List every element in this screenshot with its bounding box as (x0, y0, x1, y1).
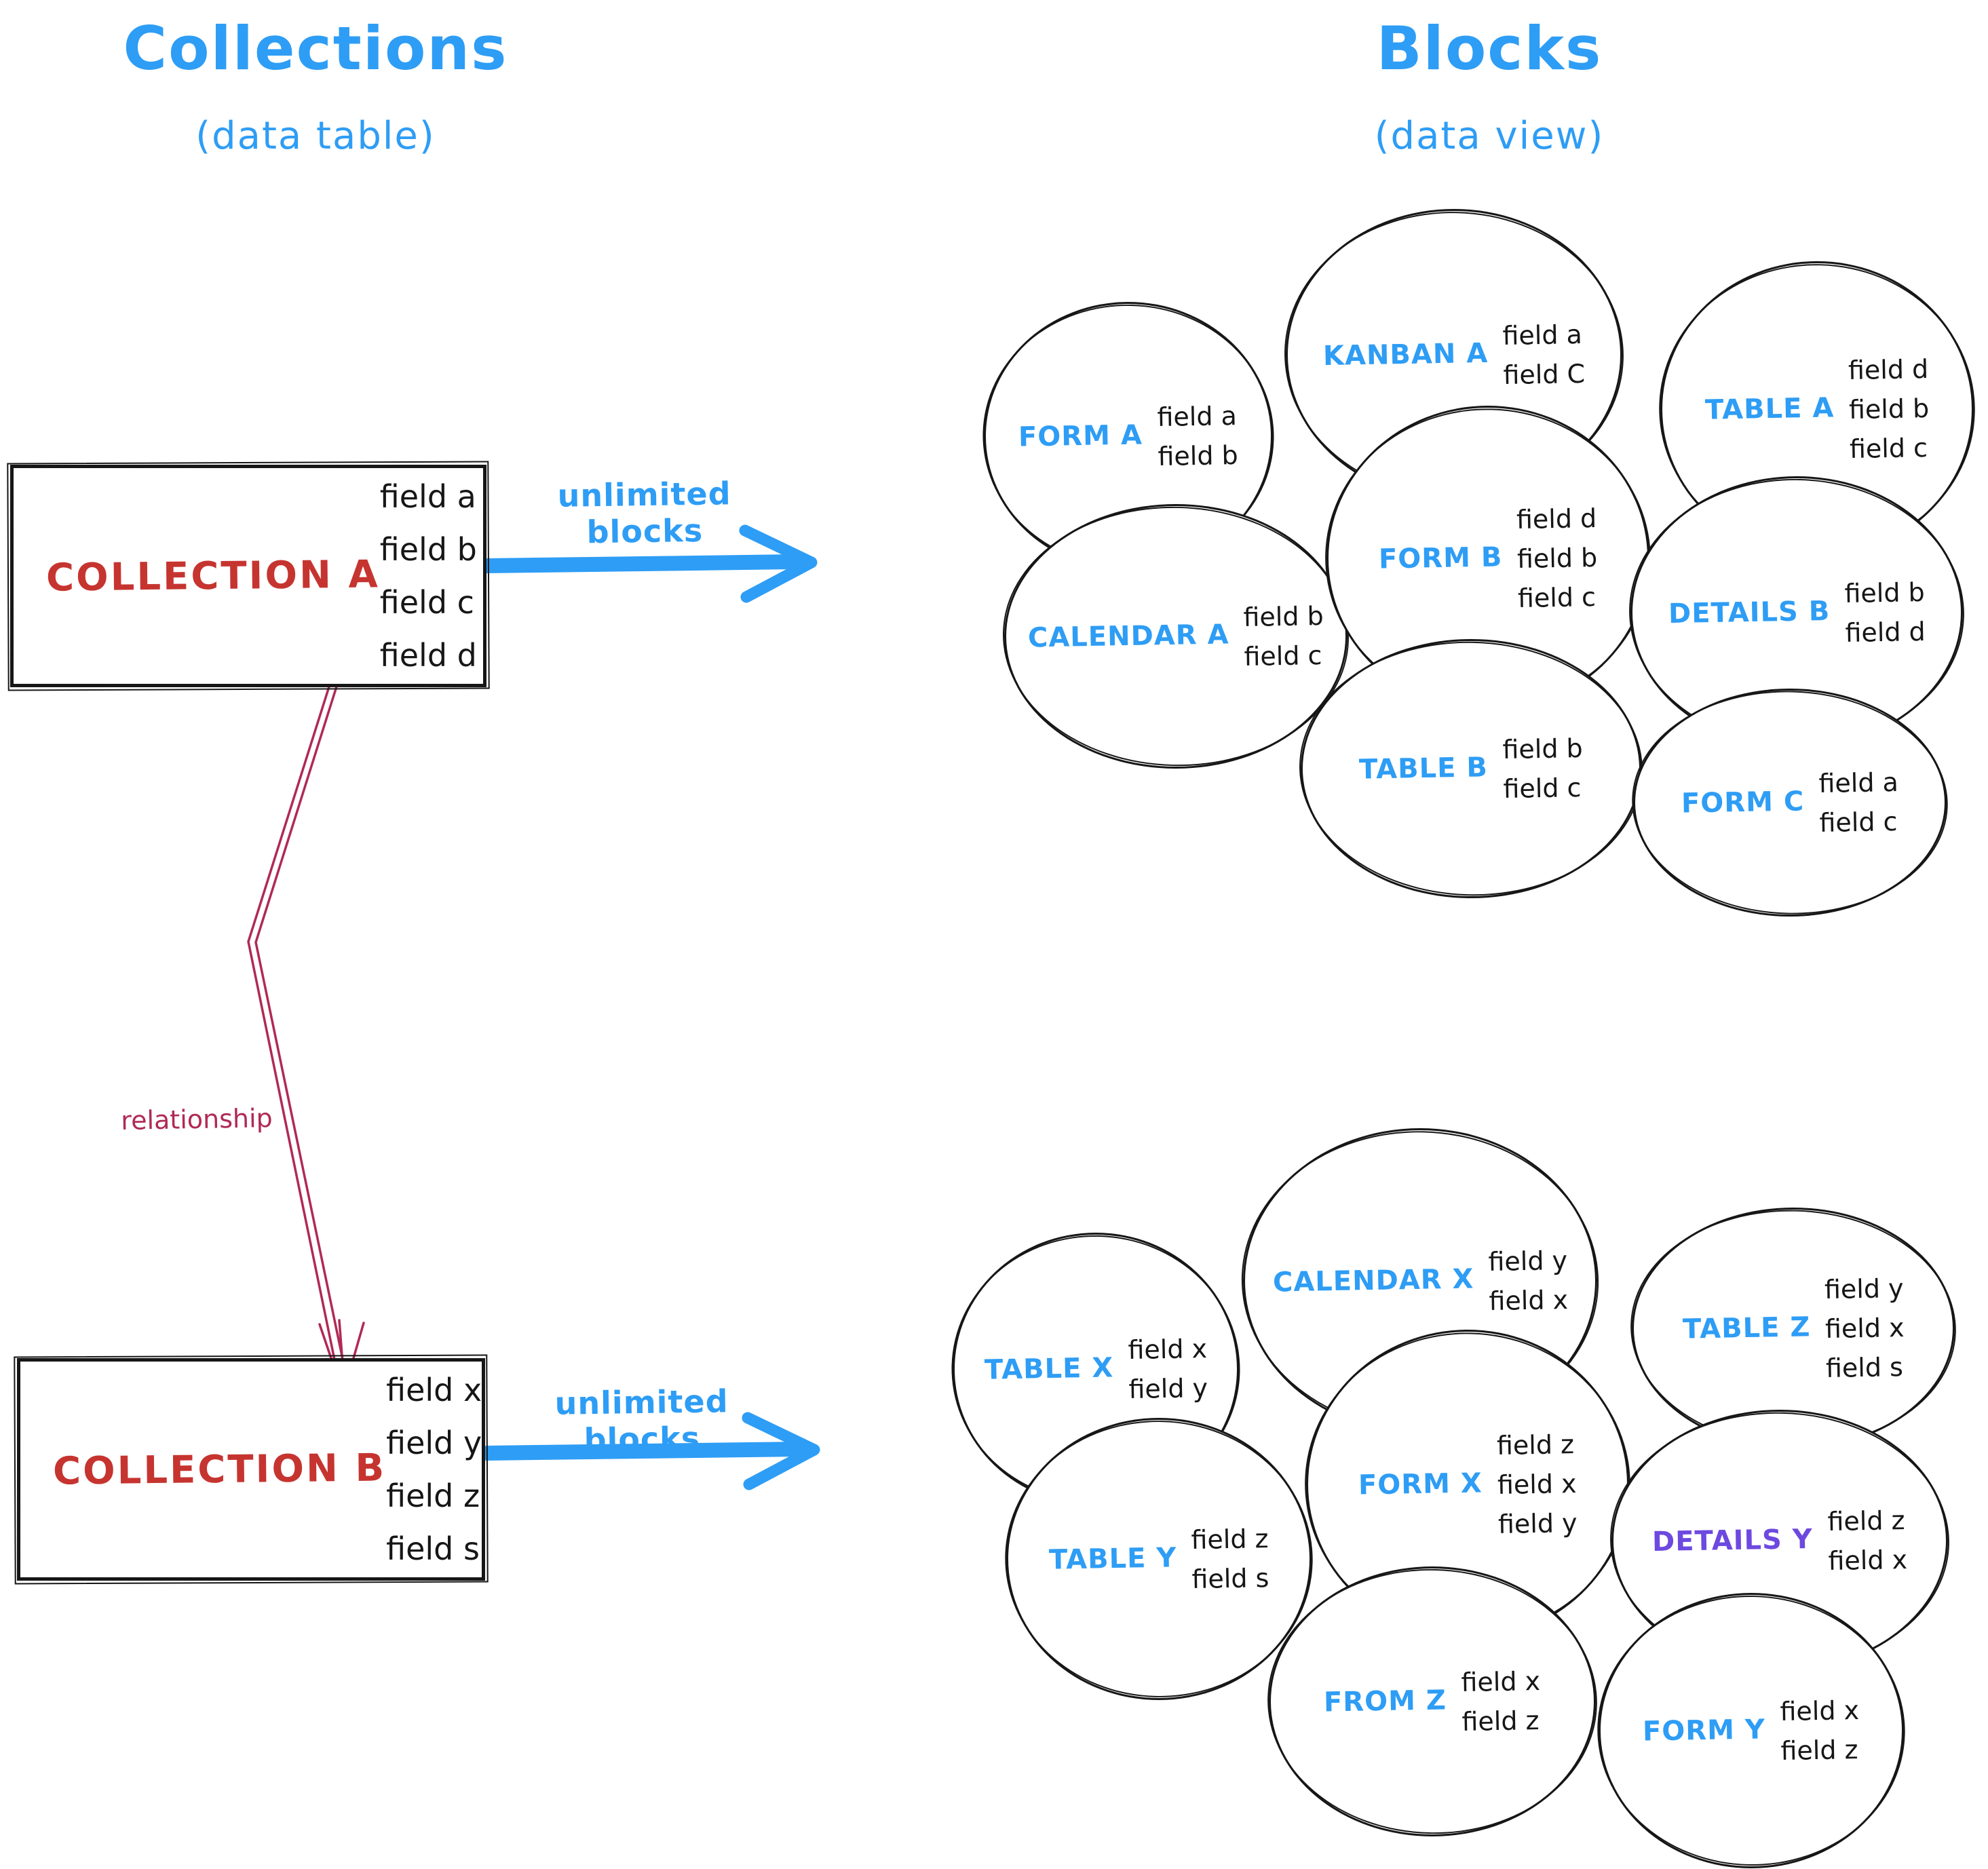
field-label: field z (1780, 1735, 1859, 1767)
block-fields: field x field y (1128, 1334, 1208, 1404)
collection-a-name: COLLECTION A (45, 552, 381, 600)
block-label: TABLE Z (1682, 1311, 1811, 1345)
field-label: field a (379, 478, 476, 515)
block-label: DETAILS B (1668, 595, 1831, 630)
field-label: field b (1158, 440, 1239, 472)
block-label: TABLE B (1358, 752, 1489, 786)
block-fields: field a field C (1502, 320, 1585, 390)
block-form-y: FORM Y field x field z (1599, 1593, 1904, 1868)
block-from-z: FROM Z field x field z (1269, 1566, 1596, 1836)
block-fields: field y field x (1488, 1246, 1568, 1316)
block-label: DETAILS Y (1651, 1523, 1814, 1558)
field-label: field x (1461, 1665, 1541, 1698)
block-label: FORM X (1358, 1467, 1483, 1501)
blocks-subtitle: (data view) (1374, 114, 1605, 158)
field-label: field s (386, 1530, 480, 1567)
field-label: field c (379, 584, 474, 621)
field-label: field x (1127, 1333, 1208, 1366)
collection-b-fields: field x field y field z field s (386, 1372, 482, 1567)
field-label: field c (1819, 807, 1898, 839)
block-fields: field x field z (1461, 1666, 1541, 1737)
block-label: TABLE X (984, 1352, 1114, 1386)
field-label: field d (1516, 503, 1597, 535)
field-label: field x (386, 1372, 482, 1408)
block-fields: field y field x field s (1824, 1273, 1905, 1383)
field-label: field y (386, 1425, 482, 1461)
block-fields: field a field b (1157, 401, 1238, 471)
relationship-arrow (247, 681, 365, 1391)
field-label: field y (1497, 1507, 1578, 1540)
field-label: field a (1502, 320, 1583, 351)
field-label: field a (1157, 400, 1238, 433)
block-table-y: TABLE Y field z field s (1006, 1418, 1312, 1700)
field-label: field x (1497, 1468, 1577, 1501)
block-label: FROM Z (1323, 1684, 1447, 1718)
block-fields: field d field b field c (1516, 503, 1599, 613)
field-label: field y (1824, 1273, 1904, 1305)
block-fields: field z field x (1827, 1505, 1907, 1576)
field-label: field x (1489, 1284, 1569, 1317)
field-label: field c (1502, 773, 1582, 805)
field-label: field s (1825, 1352, 1904, 1384)
field-label: field y (1128, 1372, 1208, 1405)
field-label: field b (1848, 393, 1930, 425)
unlimited-blocks-label-top: unlimited blocks (557, 475, 731, 551)
field-label: field C (1503, 358, 1586, 391)
collection-b-box: COLLECTION B field x field y field z fie… (17, 1358, 485, 1581)
relationship-label: relationship (120, 1103, 273, 1136)
block-label: KANBAN A (1322, 337, 1489, 372)
collection-a-fields: field a field b field c field d (380, 478, 477, 674)
block-fields: field a field c (1818, 767, 1899, 838)
block-label: FORM B (1378, 541, 1503, 575)
block-label: FORM C (1681, 786, 1805, 820)
block-calendar-a: CALENDAR A field b field c (1004, 504, 1347, 769)
block-table-b: TABLE B field b field c (1301, 639, 1641, 898)
collections-title: Collections (123, 14, 508, 83)
field-label: field c (1244, 640, 1322, 672)
blocks-title: Blocks (1376, 14, 1603, 83)
field-label: field z (1496, 1429, 1575, 1461)
collection-b-name: COLLECTION B (52, 1445, 387, 1494)
block-form-c: FORM C field a field c (1633, 689, 1947, 917)
field-label: field z (1191, 1524, 1269, 1555)
field-label: field b (1502, 733, 1583, 765)
collections-subtitle: (data table) (195, 114, 436, 158)
block-label: CALENDAR A (1027, 619, 1229, 654)
block-table-z: TABLE Z field y field x field s (1632, 1208, 1955, 1449)
field-label: field d (1845, 616, 1926, 649)
field-label: field b (1243, 600, 1324, 633)
block-label: FORM Y (1642, 1714, 1766, 1748)
block-fields: field b field c (1243, 601, 1324, 672)
block-label: FORM A (1018, 419, 1143, 453)
block-fields: field x field z (1780, 1695, 1860, 1766)
block-fields: field b field c (1502, 733, 1584, 804)
field-label: field b (1844, 577, 1926, 609)
unlimited-blocks-label-bottom: unlimited blocks (554, 1383, 729, 1459)
block-label: CALENDAR X (1272, 1263, 1474, 1298)
field-label: field d (1848, 353, 1929, 386)
field-label: field a (1818, 767, 1899, 799)
block-fields: field d field b field c (1848, 354, 1930, 464)
field-label: field d (379, 637, 477, 674)
field-label: field s (1191, 1563, 1269, 1594)
field-label: field y (1487, 1245, 1568, 1277)
block-fields: field b field d (1844, 577, 1926, 648)
field-label: field z (1827, 1505, 1905, 1537)
field-label: field x (1824, 1312, 1905, 1345)
block-fields: field z field s (1191, 1524, 1269, 1594)
field-label: field x (1828, 1544, 1908, 1577)
field-label: field b (379, 531, 477, 568)
block-fields: field z field x field y (1497, 1429, 1578, 1539)
field-label: field c (1849, 433, 1928, 465)
block-label: TABLE A (1704, 392, 1835, 426)
collection-a-box: COLLECTION A field a field b field c fie… (10, 465, 486, 687)
field-label: field z (1461, 1706, 1540, 1737)
block-label: TABLE Y (1048, 1542, 1177, 1576)
field-label: field z (386, 1478, 480, 1514)
field-label: field b (1516, 542, 1598, 575)
field-label: field c (1517, 582, 1597, 614)
field-label: field x (1780, 1695, 1860, 1727)
